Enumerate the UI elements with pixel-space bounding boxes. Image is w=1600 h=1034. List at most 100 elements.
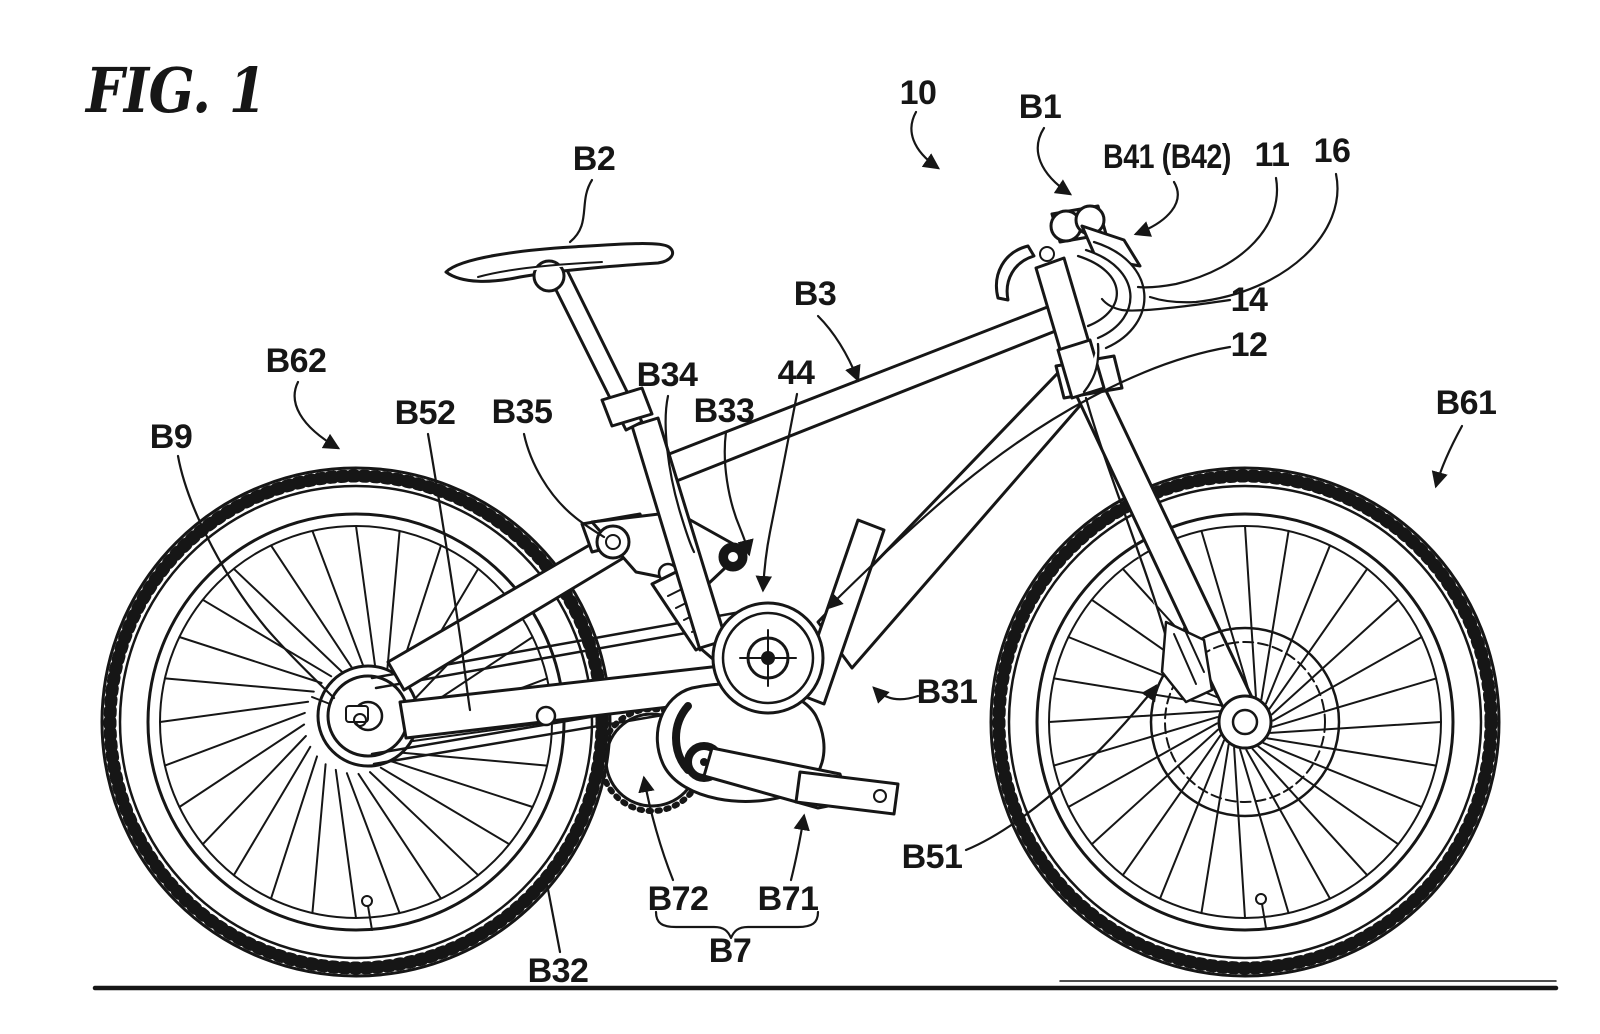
spoke — [345, 772, 401, 915]
spoke — [1251, 748, 1369, 877]
leader-B31 — [872, 686, 920, 704]
spoke — [1262, 742, 1423, 808]
leader-B71 — [789, 813, 810, 882]
label-B52: B52 — [395, 394, 456, 432]
spoke — [1121, 734, 1222, 877]
leader-B61 — [1431, 424, 1464, 489]
leader-B52 — [426, 432, 472, 712]
leader-B41 — [1133, 180, 1179, 237]
spoke — [379, 766, 511, 846]
label-B51: B51 — [902, 838, 963, 876]
front-brake — [1149, 620, 1341, 818]
spoke — [311, 529, 367, 672]
leader-B33 — [723, 430, 754, 557]
spoke — [1268, 567, 1369, 710]
reference-labels: FIG. 1 10 B1 B41 (B42) 11 16 B2 B3 14 12… — [84, 54, 1497, 990]
leader-B32 — [545, 882, 562, 954]
leader-B1 — [1036, 126, 1073, 196]
spoke — [270, 755, 318, 900]
spoke — [1159, 739, 1225, 900]
spoke — [163, 711, 306, 767]
brace-B7 — [654, 910, 820, 940]
spoke — [1257, 745, 1400, 846]
leader-B9 — [176, 454, 336, 700]
leader-B35 — [522, 432, 606, 539]
spoke — [369, 771, 480, 877]
saddle — [444, 242, 674, 293]
label-B61: B61 — [1436, 384, 1497, 422]
idler-pulley — [711, 601, 825, 715]
label-B62: B62 — [266, 342, 327, 380]
spoke — [1260, 529, 1290, 701]
drive-unit — [655, 601, 900, 816]
label-14: 14 — [1231, 281, 1268, 319]
spoke — [1052, 716, 1219, 767]
rear-spokes — [159, 525, 553, 919]
label-B72: B72 — [648, 880, 709, 918]
label-B71: B71 — [758, 880, 819, 918]
spoke — [1233, 746, 1246, 919]
spoke — [1245, 749, 1331, 900]
spoke — [163, 677, 315, 693]
swingarm — [386, 530, 764, 740]
brake-rotor — [1149, 626, 1341, 818]
label-B1: B1 — [1019, 88, 1061, 126]
spoke — [402, 721, 553, 744]
spoke — [159, 700, 310, 723]
spoke — [357, 772, 442, 900]
leader-10 — [910, 110, 941, 170]
spoke — [1271, 677, 1438, 728]
front-brake-hose — [1084, 396, 1172, 654]
leader-14 — [1100, 297, 1232, 312]
spoke — [1052, 677, 1224, 707]
spoke — [1266, 737, 1438, 767]
spoke — [232, 745, 312, 877]
control-cables — [1076, 240, 1172, 654]
spoke — [385, 529, 401, 681]
front-end — [995, 204, 1260, 720]
label-B35: B35 — [492, 393, 553, 431]
leader-11 — [1136, 176, 1279, 289]
label-B32: B32 — [528, 952, 589, 990]
spoke — [1239, 748, 1290, 915]
leader-12 — [826, 345, 1232, 610]
front-valve — [1255, 893, 1267, 929]
label-16: 16 — [1314, 132, 1351, 170]
leader-B62 — [293, 380, 341, 450]
spoke — [1200, 529, 1251, 696]
spoke — [270, 544, 355, 672]
label-44: 44 — [778, 354, 815, 392]
label-10: 10 — [900, 74, 937, 112]
pedal — [794, 770, 900, 816]
label-B41-B42: B41 (B42) — [1103, 138, 1231, 176]
spoke — [1090, 728, 1219, 846]
handlebar — [995, 204, 1142, 302]
spoke — [201, 735, 307, 846]
spoke — [311, 763, 327, 915]
spoke — [355, 525, 378, 676]
spoke — [1271, 598, 1400, 716]
seatpost-collar — [600, 386, 654, 428]
label-B33: B33 — [694, 392, 755, 430]
leader-B34 — [664, 394, 696, 554]
spoke — [397, 751, 549, 767]
leader-B72 — [638, 775, 675, 882]
front-rim — [1035, 512, 1455, 932]
spoke — [1269, 721, 1442, 734]
leader-B51 — [964, 683, 1158, 852]
label-B2: B2 — [573, 140, 615, 178]
leader-B2 — [568, 178, 594, 244]
brake-lever — [995, 244, 1036, 302]
spoke — [389, 760, 534, 808]
leader-lines — [176, 110, 1464, 954]
spoke — [334, 768, 357, 919]
spoke — [1200, 743, 1230, 915]
leader-16 — [1148, 172, 1339, 304]
rear-tire-outline — [100, 466, 612, 978]
spoke — [178, 723, 306, 808]
rear-valve — [361, 895, 373, 931]
front-wheel — [989, 466, 1501, 978]
spoke — [232, 567, 343, 673]
label-B9: B9 — [150, 418, 192, 456]
leader-44 — [755, 392, 799, 593]
